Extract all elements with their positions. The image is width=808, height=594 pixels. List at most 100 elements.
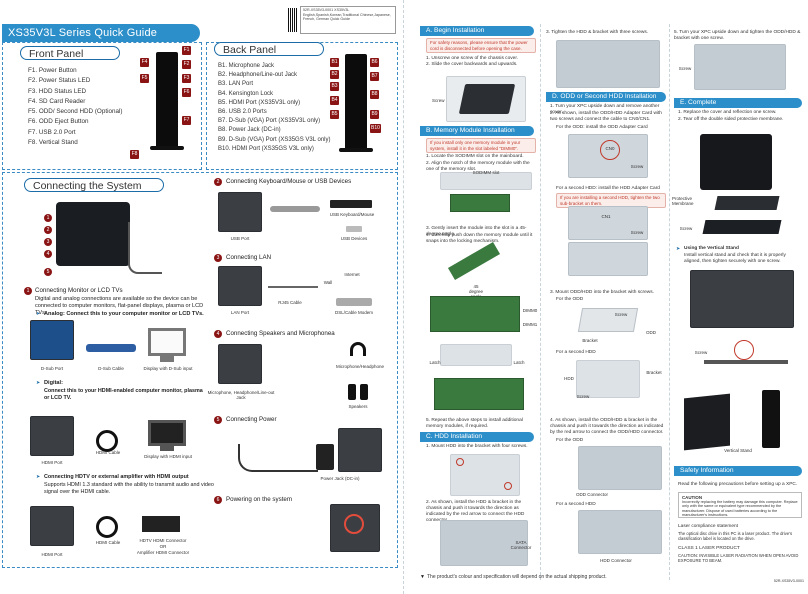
section-b-warning: If you install only one memory module in… — [426, 138, 536, 153]
barcode — [288, 8, 298, 32]
power-adapter-image — [316, 444, 334, 470]
back-panel-list: B1. Microphone Jack B2. Headphone/Line-o… — [218, 62, 338, 154]
section-c-step-1: 1. Mount HDD into the bracket with four … — [426, 444, 528, 449]
callout-4: 4 — [44, 250, 52, 258]
callout-f6: F6 — [182, 88, 191, 97]
laser-head: Laser compliance statement — [678, 524, 738, 529]
protective-membrane-label: Protective Membrane — [672, 196, 694, 206]
memory-module-image — [450, 194, 510, 212]
hdd-connector-label: HDD Connector — [600, 558, 632, 563]
hdmi-port-label: HDMI Port — [41, 460, 63, 465]
list-item: B2. Headphone/Line-out Jack — [218, 72, 298, 79]
hdtv-port-image — [30, 506, 74, 546]
step-3-badge: 3 — [214, 254, 222, 262]
callout-f7: F7 — [182, 116, 191, 125]
list-item: F8. Vertical Stand — [28, 139, 78, 147]
digital-head: Digital: — [44, 380, 63, 386]
hdtv-desc: Supports HDMI 1.3 standard with the abil… — [44, 482, 214, 495]
d-screw-label-4: Screw — [576, 394, 590, 399]
callout-b7: B7 — [370, 72, 379, 81]
step-3-title: Connecting LAN — [226, 254, 272, 261]
section-b-step-2: 2. Align the notch of the memory module … — [426, 161, 530, 172]
lan-port-label: LAN Port — [230, 310, 250, 315]
hdd-screw-marker — [456, 458, 464, 466]
power-jack-label: Power Jack (DC-in) — [320, 476, 360, 481]
section-d-step-2: 2. As shown, install the ODD/HDD Adapter… — [550, 111, 662, 122]
dsub-cable-image — [86, 344, 136, 352]
hdd-tighten-image — [556, 40, 660, 88]
callout-b2: B2 — [330, 70, 339, 79]
odd-install-image — [578, 446, 662, 490]
back-device-image — [345, 54, 367, 150]
step-5-badge: 5 — [214, 416, 222, 424]
front-device-stand — [150, 146, 184, 150]
section-b-step-5: 5. Repeat the above steps to install add… — [426, 418, 523, 429]
step-2-title: Connecting Keyboard/Mouse or USB Devices — [226, 178, 352, 185]
list-item: B9. D-Sub (VGA) Port (XS35GS V3L only) — [218, 136, 331, 143]
hdtv-head: Connecting HDTV or external amplifier wi… — [44, 474, 189, 480]
section-e-heading: E. Complete — [674, 98, 802, 108]
dsub-port-image — [30, 320, 74, 360]
list-item: F3. HDD Status LED — [28, 87, 87, 95]
speakers-image-2 — [360, 384, 368, 400]
safety-intro: Read the following precautions before se… — [678, 482, 798, 487]
d-screw-label: Screw — [630, 164, 644, 169]
dsub-port-label: D-Sub Port — [40, 366, 64, 371]
section-d-step-4: 4. As shown, install the ODD/HDD & brack… — [550, 418, 664, 435]
dsub-cable-label: D-Sub Cable — [98, 366, 124, 371]
stand-screw-marker — [734, 340, 754, 360]
usb-device-image — [346, 226, 362, 232]
power-system-image — [338, 428, 382, 472]
d-screw-label-2: Screw — [630, 230, 644, 235]
vertical-stand-desc: Install vertical stand and check that it… — [684, 253, 786, 264]
callout-b4: B4 — [330, 96, 339, 105]
front-panel-list: F1. Power Button F2. Power Status LED F3… — [28, 66, 138, 148]
monitor-hdmi-stand — [160, 446, 174, 451]
list-item: B3. LAN Port — [218, 81, 254, 88]
callout-b5: B5 — [330, 110, 339, 119]
monitor-dsub-label: Display with D-Sub input — [143, 366, 193, 371]
section-d-sub-odd-3: For the ODD — [556, 438, 584, 443]
back-device-stand — [339, 148, 373, 152]
digital-desc: Connect this to your HDMI-enabled comput… — [44, 388, 203, 401]
section-b-heading: B. Memory Module Installation — [420, 126, 534, 136]
audio-jack-label: Microphone, Headphone/Line-out Jack — [207, 390, 275, 400]
vertical-stand-head: Using the Vertical Stand — [684, 246, 739, 251]
section-d-sub-hdd: For a second HDD: install the HDD Adapte… — [556, 186, 660, 191]
safety-heading: Safety Information — [674, 466, 802, 476]
callout-b3: B3 — [330, 82, 339, 91]
usb-device-label: USB Devices — [340, 236, 368, 241]
analog-head: Analog: Connect this to your computer mo… — [44, 311, 204, 317]
section-c-step-3: 3. Tighten the HDD & bracket with three … — [546, 30, 649, 35]
usb-keyboard-label: USB Keyboard/Mouse — [329, 212, 375, 217]
vertical-stand-label: Vertical Stand — [724, 448, 752, 453]
safety-caution-box: CAUTION Incorrectly replacing the batter… — [678, 492, 802, 518]
list-item: F6. ODD Eject Button — [28, 118, 89, 126]
rj45-label: RJ45 Cable — [278, 300, 302, 305]
callout-1: 1 — [44, 214, 52, 222]
list-item: F5. ODD/ Second HDD (Optional) — [28, 108, 123, 116]
odd-tighten-image — [694, 44, 786, 90]
front-panel-heading: Front Panel — [20, 46, 120, 60]
list-item: B7. D-Sub (VGA) Port (XS35V3L only) — [218, 118, 321, 125]
hdtv-connector-label: HDTV HDMI Connector — [139, 538, 187, 543]
caution-head: CAUTION — [682, 495, 703, 500]
callout-f8: F8 — [130, 150, 139, 159]
latch-label-left: Latch — [429, 360, 441, 365]
section-b-step-1: 1. Locate the SODIMM slot on the mainboa… — [426, 154, 524, 159]
doc-id-box: 52R-XS35V3-0001 XS35V3L English,Spanish,… — [300, 6, 396, 34]
arrow-bullet: ➤ — [36, 311, 41, 317]
step-1-desc: Digital and analog connections are avail… — [35, 296, 204, 316]
connecting-heading: Connecting the System — [24, 178, 164, 192]
power-button-icon — [344, 514, 364, 534]
callout-b1: B1 — [330, 58, 339, 67]
bracket-label: Bracket — [582, 338, 598, 343]
connecting-section — [2, 172, 398, 568]
power-cable — [238, 444, 318, 472]
monitor-hdmi-image — [148, 420, 186, 446]
usb-port-label: USB Port — [230, 236, 250, 241]
section-a-warning: For safety reasons, please ensure that t… — [426, 38, 536, 53]
headphone-label: Microphone/Headphone — [335, 364, 385, 369]
cn0-marker — [600, 140, 620, 160]
cn1-label: CN1 — [601, 214, 611, 219]
